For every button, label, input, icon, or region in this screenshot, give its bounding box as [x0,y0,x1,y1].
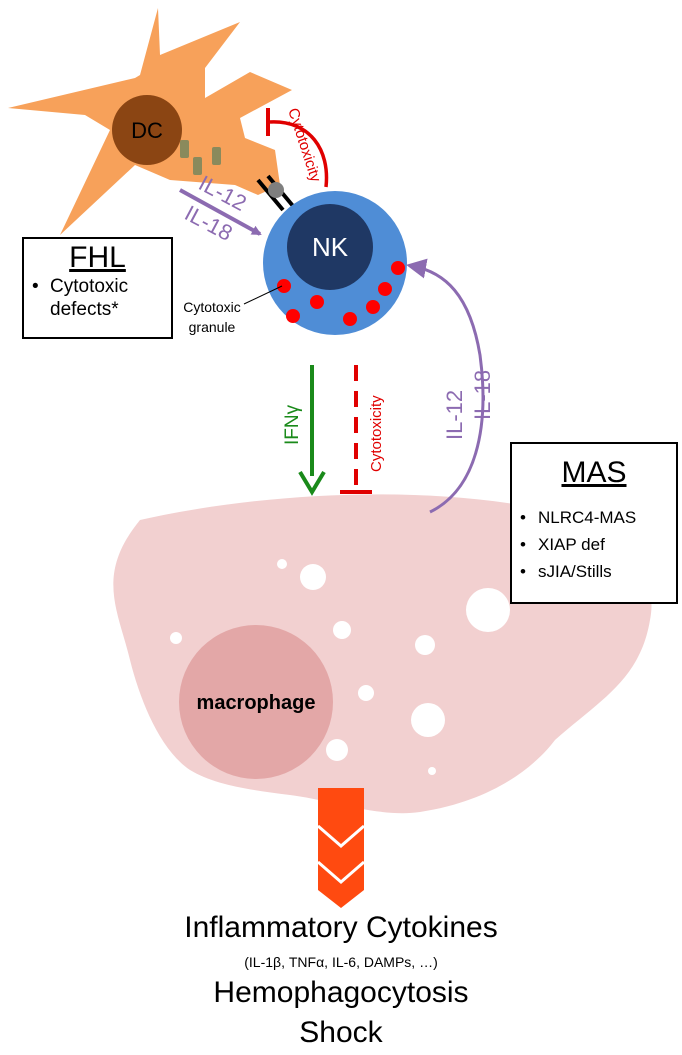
granule-label-line1: Cytotoxic [183,299,241,315]
mac-to-nk-arrow [406,258,485,514]
nk-label: NK [312,232,349,262]
dc-to-nk-arrow [179,188,262,236]
ifn-label: IFNγ [282,404,303,445]
mas-title: MAS [561,456,627,489]
mas-item: XIAP def [512,531,676,558]
outcome-hemophagocytosis: Hemophagocytosis [213,976,469,1009]
granule-label-line2: granule [189,319,236,335]
fhl-title: FHL [69,241,126,274]
fhl-item: Cytotoxic defects* [24,275,171,321]
dc-label: DC [131,118,163,143]
mas-box: MAS NLRC4-MAS XIAP def sJIA/Stills [510,442,678,604]
macrophage-vacuoles [170,559,510,775]
mas-list: NLRC4-MAS XIAP def sJIA/Stills [512,504,676,585]
outcome-shock: Shock [299,1016,383,1049]
mac-to-nk-cytokine-1: IL-12 [442,390,467,440]
mas-item: NLRC4-MAS [512,504,676,531]
nk-nucleus [287,204,373,290]
fhl-list: Cytotoxic defects* [24,275,171,321]
synapse-receptor [268,182,284,198]
mas-item: sJIA/Stills [512,558,676,585]
chevron-down-arrow [318,788,364,908]
dc-nucleus [112,95,182,165]
nk-to-dc-inhibition [269,120,329,188]
granule-pointer [243,285,283,305]
fhl-box: FHL Cytotoxic defects* [22,237,173,339]
outcome-cytokine-examples: (IL-1β, TNFα, IL-6, DAMPs, …) [244,954,438,970]
chevron-separators [317,824,365,884]
dc-surface-molecules [180,140,221,175]
mac-to-nk-cytokine-2: IL-18 [470,370,495,420]
outcome-inflammatory-cytokines: Inflammatory Cytokines [184,911,498,944]
ifn-arrow-head [298,470,326,496]
cytotoxic-granules [277,261,405,326]
nk-to-mac-effect-label: Cytotoxicity [368,395,385,472]
macrophage-nucleus [179,625,333,779]
macrophage-label: macrophage [197,692,316,714]
